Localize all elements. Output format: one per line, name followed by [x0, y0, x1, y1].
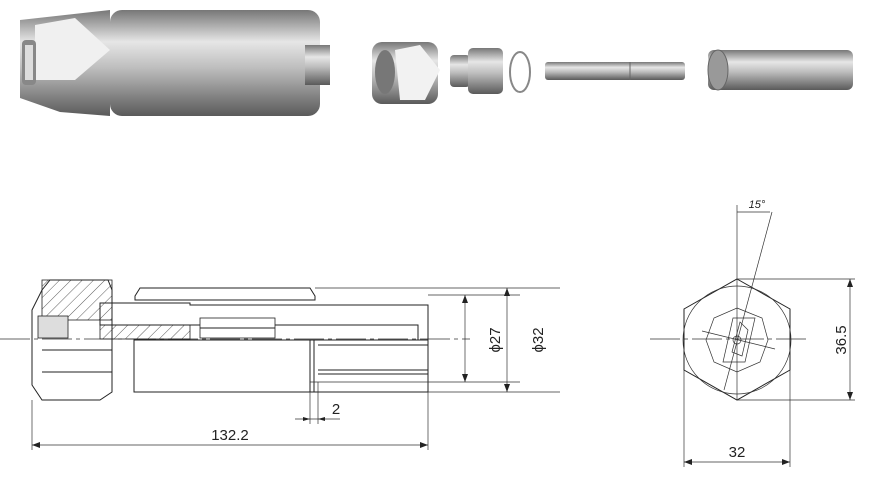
part-fitting: [450, 48, 503, 94]
gap-label: 2: [332, 401, 340, 418]
slot-angle-label: 15°: [749, 199, 766, 211]
inner-diameter-label: ϕ27: [487, 327, 504, 352]
dimension-outer-diameter: ϕ32: [504, 288, 547, 392]
part-hex-nut: [372, 42, 440, 104]
dimension-hex-corners: 36.5: [833, 279, 853, 400]
outer-diameter-label: ϕ32: [530, 327, 547, 352]
dimension-slot-angle: 15°: [737, 199, 770, 213]
part-threaded-tube: [707, 49, 853, 91]
exploded-parts-view: [20, 10, 853, 116]
part-o-ring: [509, 51, 531, 93]
dimension-gap: 2: [295, 401, 340, 421]
dimension-overall-length: 132.2: [32, 427, 428, 448]
hex-corners-label: 36.5: [833, 325, 850, 354]
dimension-hex-flats: 32: [684, 444, 790, 465]
dimension-inner-diameter: ϕ27: [462, 295, 504, 382]
hex-flats-label: 32: [729, 444, 746, 461]
overall-length-label: 132.2: [211, 427, 249, 444]
filter-element: [37, 315, 69, 339]
side-section-view: 132.2 2 ϕ27 ϕ32: [0, 279, 560, 450]
part-rod: [545, 62, 685, 80]
front-view: 15° 36.5 32: [650, 199, 855, 467]
part-main-body: [20, 10, 330, 116]
